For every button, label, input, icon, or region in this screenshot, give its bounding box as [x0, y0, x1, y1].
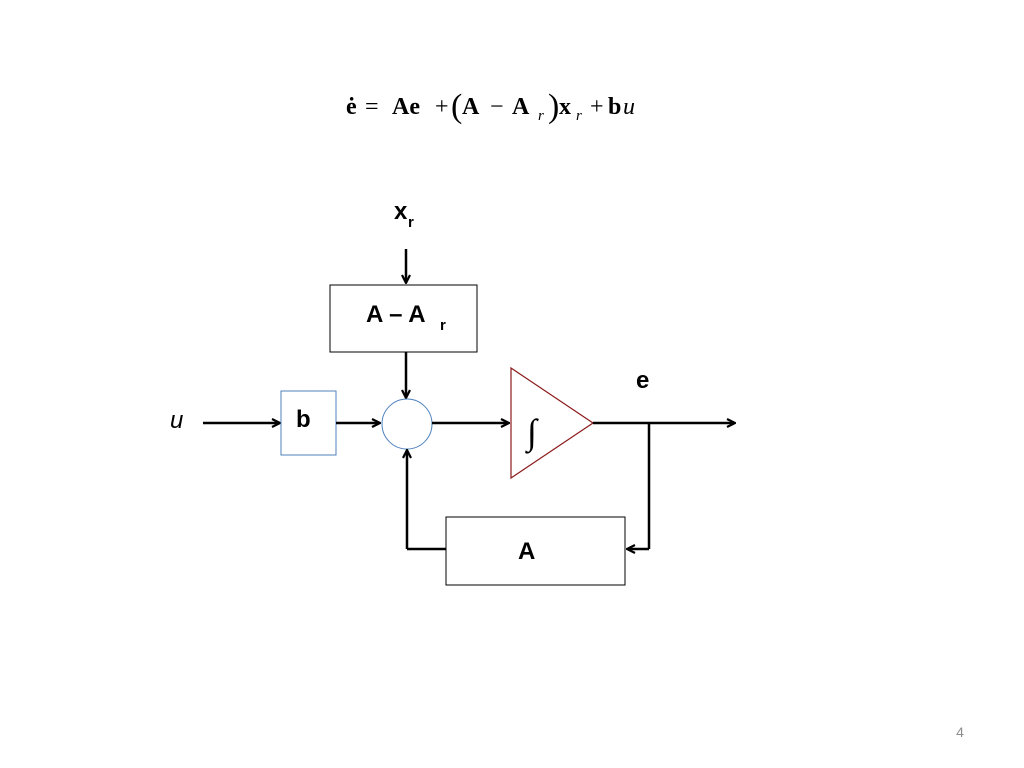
integrator-block	[510, 366, 595, 480]
eq-plus-1: +	[435, 94, 449, 120]
eq-x: x	[559, 94, 571, 120]
eq-matrix-a-r: A	[512, 94, 530, 120]
eq-minus: −	[490, 94, 504, 120]
eq-plus-2: +	[590, 94, 604, 120]
block-a-minus-ar	[329, 284, 478, 353]
integrator-symbol: ∫	[525, 412, 539, 454]
eq-right-paren: )	[548, 88, 559, 125]
eq-u: u	[623, 94, 635, 120]
input-xr-subscript: r	[408, 214, 414, 231]
block-a-minus-ar-label: A – A	[366, 301, 426, 328]
eq-b: b	[608, 94, 621, 120]
eq-equals: =	[365, 94, 379, 120]
output-e-label: e	[636, 367, 649, 394]
page-number: 4	[956, 724, 964, 740]
block-a-minus-ar-subscript: r	[440, 317, 446, 334]
eq-subscript-r-2: r	[576, 108, 582, 124]
equation-svg: ė = Ae + ( A − A r ) x r + b u	[346, 88, 635, 125]
eq-term-ae: Ae	[392, 94, 420, 120]
summing-junction	[381, 398, 433, 450]
eq-subscript-r-1: r	[538, 108, 544, 124]
input-u-label: u	[170, 407, 183, 434]
eq-lhs: ė	[346, 94, 357, 120]
eq-left-paren: (	[451, 88, 462, 125]
block-a	[445, 516, 626, 586]
state-equation: ė = Ae + ( A − A r ) x r + b u	[0, 80, 1024, 136]
eq-matrix-a: A	[462, 94, 480, 120]
input-xr-label: x	[394, 198, 408, 225]
block-b-label: b	[296, 406, 311, 433]
block-a-label: A	[518, 538, 535, 565]
